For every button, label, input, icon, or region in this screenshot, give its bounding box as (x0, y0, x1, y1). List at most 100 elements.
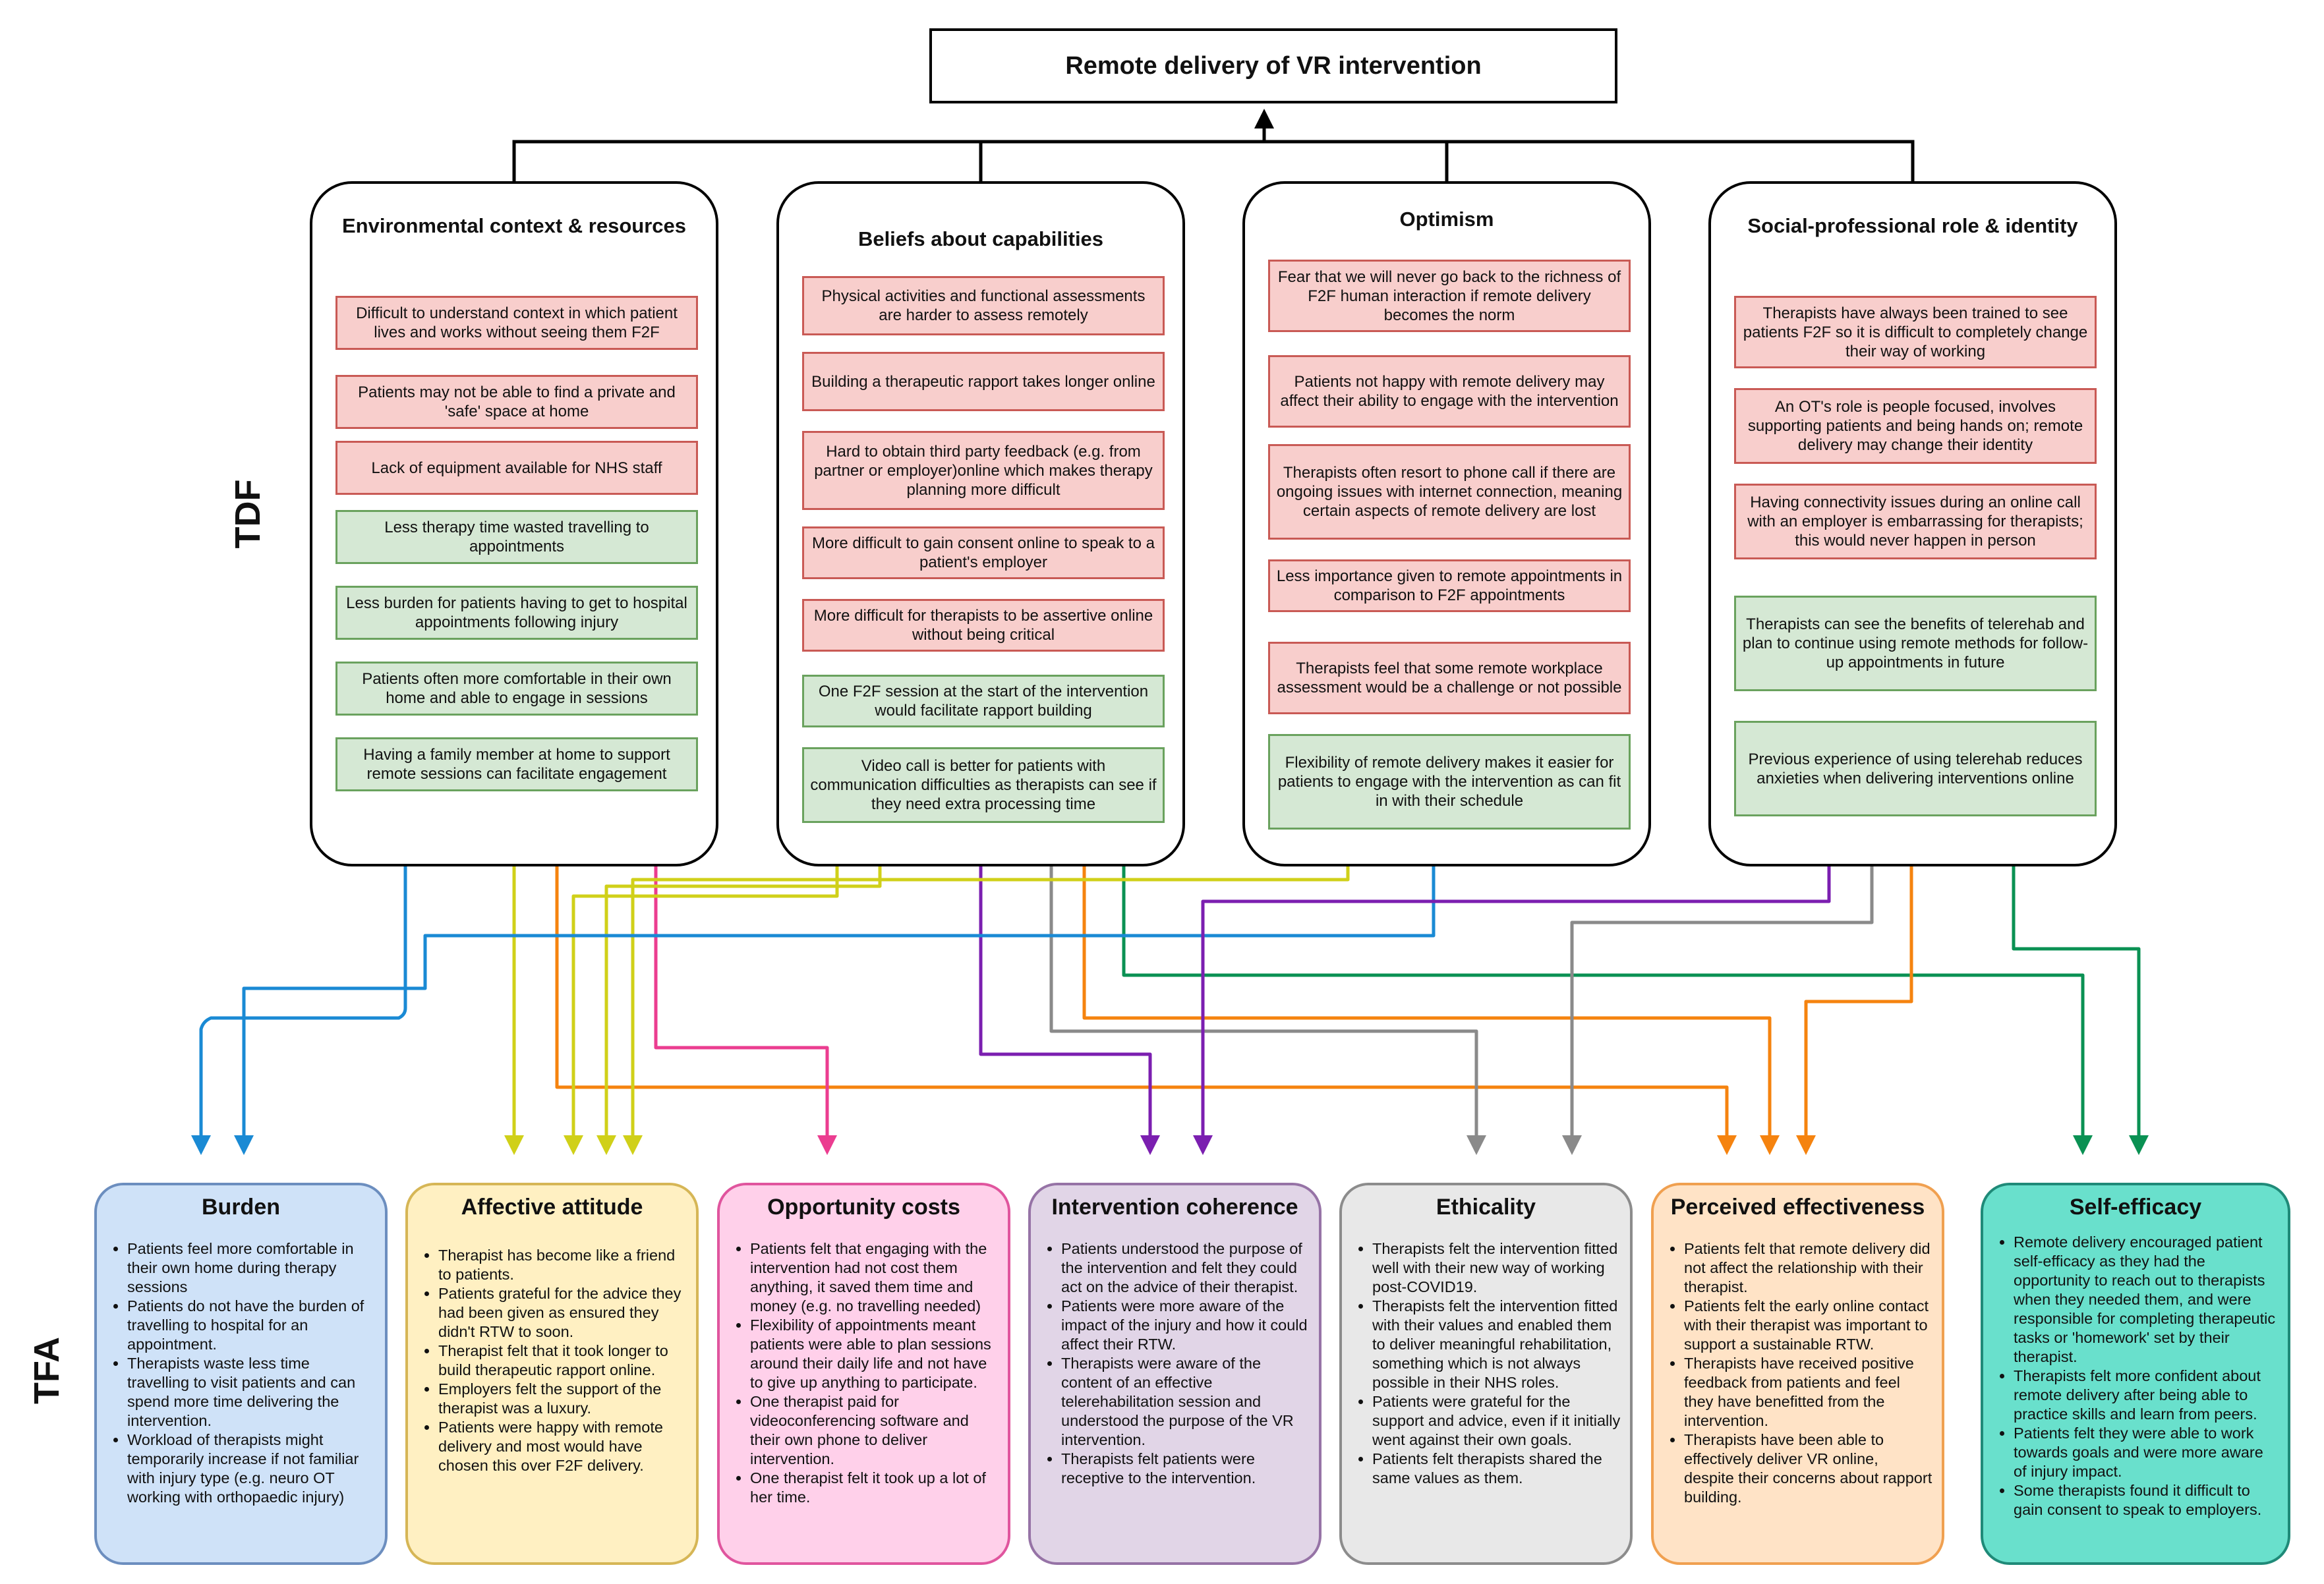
tfa-affective-attitude: Affective attitude Therapist has become … (405, 1183, 699, 1565)
tfa-bullet: Therapist felt that it took longer to bu… (438, 1342, 687, 1380)
tfa-bullet: Patients felt therapists shared the same… (1372, 1450, 1621, 1488)
tfa-opportunity-costs: Opportunity costs Patients felt that eng… (717, 1183, 1010, 1565)
tdf-environmental-context: Environmental context & resources Diffic… (310, 181, 718, 866)
tfa-burden: Burden Patients feel more comfortable in… (94, 1183, 388, 1565)
connector-social-ethicality (1562, 866, 1874, 1155)
tfa-self-efficacy: Self-efficacy Remote delivery encouraged… (1981, 1183, 2290, 1565)
tdf-title: Beliefs about capabilities (857, 227, 1104, 250)
hierarchy-drops (979, 142, 1449, 181)
connector-social-coherence (1193, 866, 1831, 1155)
barrier-item: Patients may not be able to find a priva… (335, 375, 698, 429)
tfa-bullet: Therapist has become like a friend to pa… (438, 1246, 687, 1284)
connector-beliefs-coherence (979, 866, 1160, 1155)
tfa-bullet: Patients felt the early online contact w… (1684, 1297, 1932, 1354)
enabler-item: Previous experience of using telerehab r… (1734, 721, 2097, 816)
tfa-title: Ethicality (1436, 1195, 1536, 1220)
tfa-bullet: One therapist paid for videoconferencing… (750, 1392, 999, 1469)
enabler-item: Flexibility of remote delivery makes it … (1268, 734, 1631, 830)
enabler-item: Therapists can see the benefits of teler… (1734, 596, 2097, 691)
barrier-item: Therapists feel that some remote workpla… (1268, 642, 1631, 714)
tfa-bullet: Therapists felt the intervention fitted … (1372, 1239, 1621, 1297)
tfa-label: TFA (27, 1337, 67, 1404)
tfa-ethicality: Ethicality Therapists felt the intervent… (1339, 1183, 1633, 1565)
tfa-bullet: Patients feel more comfortable in their … (127, 1239, 376, 1297)
tfa-perceived-effectiveness: Perceived effectiveness Patients felt th… (1651, 1183, 1944, 1565)
barrier-item: More difficult for therapists to be asse… (802, 599, 1165, 652)
tfa-bullet: Therapists were aware of the content of … (1061, 1354, 1310, 1450)
tfa-intervention-coherence: Intervention coherence Patients understo… (1028, 1183, 1322, 1565)
tfa-bullet-list: Therapist has become like a friend to pa… (408, 1246, 687, 1475)
tfa-bullet: Therapists felt more confident about rem… (2014, 1367, 2279, 1424)
tfa-bullet: Patients were grateful for the support a… (1372, 1392, 1621, 1450)
hierarchy-bus (512, 140, 1915, 181)
barrier-item: Difficult to understand context in which… (335, 296, 698, 350)
tfa-bullet: Patients were happy with remote delivery… (438, 1418, 687, 1475)
connector-env-opportunity (654, 866, 837, 1155)
enabler-item: One F2F session at the start of the inte… (802, 675, 1165, 727)
tdf-title: Social-professional role & identity (1747, 214, 2078, 237)
tfa-bullet-list: Patients feel more comfortable in their … (97, 1239, 376, 1507)
connector-social-effectiveness (1796, 866, 1913, 1155)
tfa-title: Opportunity costs (767, 1195, 960, 1220)
tfa-bullet: Therapists have been able to effectively… (1684, 1430, 1932, 1507)
tfa-bullet: Therapists felt the intervention fitted … (1372, 1297, 1621, 1392)
tfa-bullet: Therapists felt patients were receptive … (1061, 1450, 1310, 1488)
tfa-bullet: Flexibility of appointments meant patien… (750, 1316, 999, 1392)
barrier-item: Hard to obtain third party feedback (e.g… (802, 431, 1165, 510)
tfa-bullet-list: Remote delivery encouraged patient self-… (1983, 1233, 2279, 1519)
tfa-bullet: Remote delivery encouraged patient self-… (2014, 1233, 2279, 1367)
tdf-title: Optimism (1399, 208, 1494, 231)
tfa-bullet: Patients understood the purpose of the i… (1061, 1239, 1310, 1297)
tfa-bullet: Patients felt that remote delivery did n… (1684, 1239, 1932, 1297)
tdf-social-professional-role: Social-professional role & identity Ther… (1708, 181, 2117, 866)
tfa-bullet: Some therapists found it difficult to ga… (2014, 1481, 2279, 1519)
connector-social-selfefficacy (2012, 866, 2149, 1155)
tfa-title: Intervention coherence (1051, 1195, 1298, 1220)
barrier-item: Building a therapeutic rapport takes lon… (802, 352, 1165, 411)
barrier-item: An OT's role is people focused, involves… (1734, 388, 2097, 464)
tfa-bullet: Patients were more aware of the impact o… (1061, 1297, 1310, 1354)
tfa-bullet-list: Patients felt that engaging with the int… (720, 1239, 999, 1507)
connector-beliefs-ethicality (1049, 866, 1486, 1155)
connector-beliefs-affective-2 (596, 866, 882, 1155)
barrier-item: Less importance given to remote appointm… (1268, 559, 1631, 612)
tfa-title: Burden (202, 1195, 280, 1220)
tfa-bullet-list: Patients felt that remote delivery did n… (1654, 1239, 1932, 1507)
tfa-bullet: Employers felt the support of the therap… (438, 1380, 687, 1418)
enabler-item: Having a family member at home to suppor… (335, 737, 698, 791)
connector-optimism-affective (623, 866, 1350, 1155)
tdf-label: TDF (228, 479, 268, 549)
enabler-item: Less therapy time wasted travelling to a… (335, 510, 698, 564)
enabler-item: Video call is better for patients with c… (802, 747, 1165, 823)
tfa-bullet: Patients felt they were able to work tow… (2014, 1424, 2279, 1481)
barrier-item: Having connectivity issues during an onl… (1734, 484, 2097, 559)
barrier-item: Therapists often resort to phone call if… (1268, 444, 1631, 540)
tfa-bullet: Therapists have received positive feedba… (1684, 1354, 1932, 1430)
barrier-item: Therapists have always been trained to s… (1734, 296, 2097, 368)
tfa-bullet: Workload of therapists might temporarily… (127, 1430, 376, 1507)
barrier-item: More difficult to gain consent online to… (802, 526, 1165, 579)
root-title: Remote delivery of VR intervention (1065, 51, 1482, 80)
connector-env-effectiveness (555, 866, 1737, 1155)
enabler-item: Patients often more comfortable in their… (335, 662, 698, 716)
tdf-title: Environmental context & resources (342, 214, 686, 237)
tdf-beliefs-capabilities: Beliefs about capabilities Physical acti… (776, 181, 1185, 866)
connector-beliefs-selfefficacy (1122, 866, 2093, 1155)
tfa-bullet: Therapists waste less time travelling to… (127, 1354, 376, 1430)
barrier-item: Physical activities and functional asses… (802, 276, 1165, 335)
enabler-item: Less burden for patients having to get t… (335, 586, 698, 640)
tfa-bullet-list: Patients understood the purpose of the i… (1031, 1239, 1310, 1488)
connector-beliefs-affective-1 (564, 866, 839, 1155)
tdf-optimism: Optimism Fear that we will never go back… (1242, 181, 1651, 866)
connector-env-burden (191, 866, 407, 1155)
barrier-item: Lack of equipment available for NHS staf… (335, 441, 698, 495)
tfa-bullet: Patients felt that engaging with the int… (750, 1239, 999, 1316)
connector-optimism-burden (234, 866, 1436, 1155)
barrier-item: Fear that we will never go back to the r… (1268, 260, 1631, 332)
root-node: Remote delivery of VR intervention (929, 28, 1617, 103)
barrier-item: Patients not happy with remote delivery … (1268, 355, 1631, 428)
tfa-title: Self-efficacy (2069, 1195, 2202, 1220)
connector-beliefs-effectiveness (1082, 866, 1780, 1155)
